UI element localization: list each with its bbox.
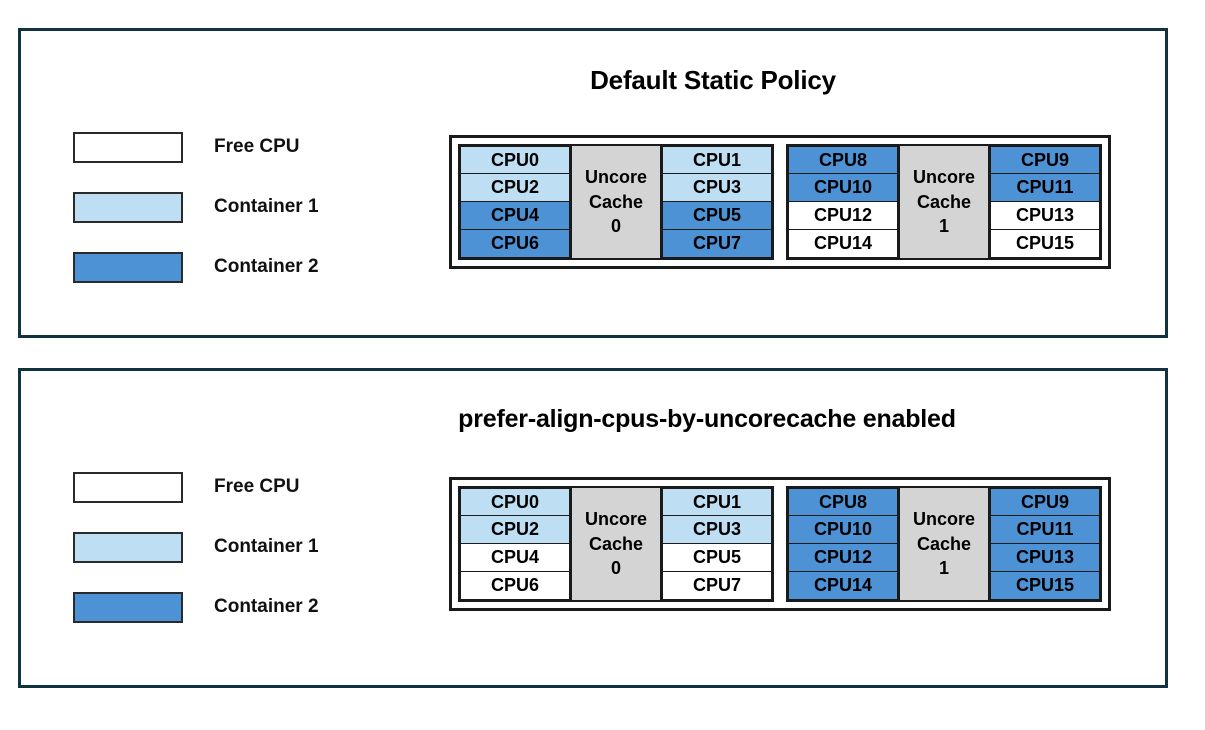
- cpu-cell: CPU7: [662, 572, 772, 600]
- cpu-cell: CPU14: [788, 572, 898, 600]
- cache-group-1: CPU8 CPU10 CPU12 CPU14 Uncore Cache 1 CP…: [786, 144, 1102, 260]
- cpu-cell: CPU11: [990, 174, 1100, 202]
- uncore-cache-label-line2: Cache: [916, 533, 972, 554]
- page-title: Default Static Policy: [590, 65, 836, 95]
- cache-group-0: CPU0 CPU2 CPU4 CPU6 Uncore Cache 0 CPU1 …: [458, 486, 774, 602]
- uncore-cache-label-line1: Uncore: [584, 166, 647, 187]
- cpu-column-left: CPU8 CPU10 CPU12 CPU14: [788, 146, 898, 258]
- cache-group-0: CPU0 CPU2 CPU4 CPU6 Uncore Cache 0 CPU1 …: [458, 144, 774, 260]
- uncore-cache-index: 1: [938, 216, 949, 237]
- cpu-cell: CPU1: [662, 488, 772, 516]
- legend-prefer-align-cpus-by-uncorecache: Free CPU Container 1 Container 2: [73, 457, 319, 637]
- cpu-topology-diagram: CPU0 CPU2 CPU4 CPU6 Uncore Cache 0 CPU1 …: [449, 135, 1111, 269]
- uncore-cache-label-line2: Cache: [588, 191, 644, 212]
- cpu-cell: CPU6: [460, 230, 570, 258]
- cpu-cell: CPU8: [788, 146, 898, 174]
- legend-label-container-1: Container 1: [214, 536, 319, 557]
- legend-swatch-free-cpu: [73, 131, 183, 163]
- cpu-cell: CPU13: [990, 544, 1100, 572]
- uncore-cache-block-0: Uncore Cache 0: [570, 488, 662, 600]
- cpu-cell: CPU5: [662, 202, 772, 230]
- cpu-cell: CPU8: [788, 488, 898, 516]
- panel-prefer-align-cpus-by-uncorecache: prefer-align-cpus-by-uncorecache enabled…: [18, 368, 1168, 688]
- cpu-column-left: CPU0 CPU2 CPU4 CPU6: [460, 146, 570, 258]
- legend-label-free-cpu: Free CPU: [214, 136, 300, 157]
- cpu-topology-diagram: CPU0 CPU2 CPU4 CPU6 Uncore Cache 0 CPU1 …: [449, 477, 1111, 611]
- uncore-cache-label-line2: Cache: [588, 533, 644, 554]
- uncore-cache-index: 0: [610, 558, 621, 579]
- legend-label-container-2: Container 2: [214, 256, 319, 277]
- cpu-cell: CPU4: [460, 202, 570, 230]
- cpu-column-right: CPU9 CPU11 CPU13 CPU15: [990, 488, 1100, 600]
- legend-swatch-container-1: [73, 191, 183, 223]
- uncore-cache-label-line2: Cache: [916, 191, 972, 212]
- legend-item: Free CPU: [73, 117, 319, 177]
- legend-label-free-cpu: Free CPU: [214, 476, 300, 497]
- legend-swatch-container-1: [73, 531, 183, 563]
- cpu-cell: CPU12: [788, 544, 898, 572]
- legend-default-static-policy: Free CPU Container 1 Container 2: [73, 117, 319, 297]
- uncore-cache-label-line1: Uncore: [912, 166, 975, 187]
- cpu-cell: CPU11: [990, 516, 1100, 544]
- legend-label-container-2: Container 2: [214, 596, 319, 617]
- cpu-cell: CPU0: [460, 146, 570, 174]
- cpu-cell: CPU3: [662, 174, 772, 202]
- cpu-cell: CPU15: [990, 572, 1100, 600]
- uncore-cache-label-line1: Uncore: [584, 508, 647, 529]
- cpu-cell: CPU15: [990, 230, 1100, 258]
- legend-swatch-container-2: [73, 251, 183, 283]
- uncore-cache-index: 1: [938, 558, 949, 579]
- cpu-cell: CPU7: [662, 230, 772, 258]
- legend-swatch-free-cpu: [73, 471, 183, 503]
- legend-label-container-1: Container 1: [214, 196, 319, 217]
- legend-item: Container 2: [73, 237, 319, 297]
- cpu-column-left: CPU8 CPU10 CPU12 CPU14: [788, 488, 898, 600]
- cpu-cell: CPU2: [460, 516, 570, 544]
- legend-swatch-container-2: [73, 591, 183, 623]
- panel-default-static-policy: Default Static Policy Free CPU Container…: [18, 28, 1168, 338]
- legend-item: Free CPU: [73, 457, 319, 517]
- cpu-cell: CPU12: [788, 202, 898, 230]
- uncore-cache-block-1: Uncore Cache 1: [898, 146, 990, 258]
- cpu-cell: CPU3: [662, 516, 772, 544]
- legend-item: Container 1: [73, 177, 319, 237]
- cpu-column-left: CPU0 CPU2 CPU4 CPU6: [460, 488, 570, 600]
- uncore-cache-index: 0: [610, 216, 621, 237]
- cpu-cell: CPU9: [990, 146, 1100, 174]
- uncore-cache-block-1: Uncore Cache 1: [898, 488, 990, 600]
- cpu-column-right: CPU1 CPU3 CPU5 CPU7: [662, 146, 772, 258]
- uncore-cache-block-0: Uncore Cache 0: [570, 146, 662, 258]
- cpu-cell: CPU10: [788, 516, 898, 544]
- page-title: prefer-align-cpus-by-uncorecache enabled: [458, 405, 956, 433]
- cpu-cell: CPU13: [990, 202, 1100, 230]
- cpu-cell: CPU10: [788, 174, 898, 202]
- cpu-cell: CPU14: [788, 230, 898, 258]
- cpu-cell: CPU2: [460, 174, 570, 202]
- uncore-cache-label-line1: Uncore: [912, 508, 975, 529]
- legend-item: Container 1: [73, 517, 319, 577]
- cpu-cell: CPU4: [460, 544, 570, 572]
- cpu-cell: CPU6: [460, 572, 570, 600]
- cpu-cell: CPU5: [662, 544, 772, 572]
- cpu-column-right: CPU1 CPU3 CPU5 CPU7: [662, 488, 772, 600]
- cpu-cell: CPU0: [460, 488, 570, 516]
- legend-item: Container 2: [73, 577, 319, 637]
- cpu-cell: CPU1: [662, 146, 772, 174]
- cpu-column-right: CPU9 CPU11 CPU13 CPU15: [990, 146, 1100, 258]
- cache-group-1: CPU8 CPU10 CPU12 CPU14 Uncore Cache 1 CP…: [786, 486, 1102, 602]
- cpu-cell: CPU9: [990, 488, 1100, 516]
